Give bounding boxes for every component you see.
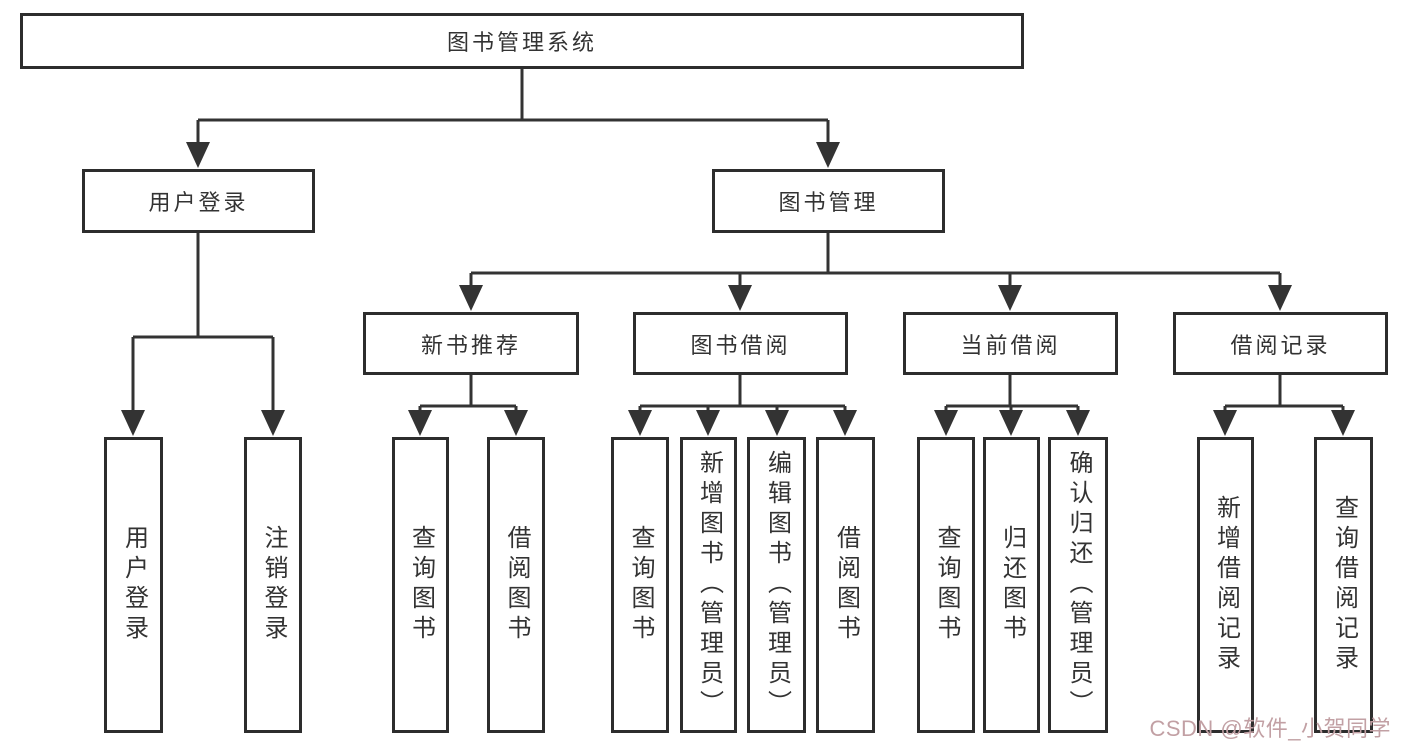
leaf-query-borrow-record: 查询借阅记录 (1314, 437, 1373, 733)
node-borrowing-records: 借阅记录 (1173, 312, 1388, 375)
arrowhead-icon (999, 410, 1023, 436)
arrowhead-icon (186, 142, 210, 168)
arrowhead-icon (408, 410, 432, 436)
leaf-edit-books-admin: 编辑图书（管理员） (747, 437, 806, 733)
arrowhead-icon (504, 410, 528, 436)
leaf-user-login: 用户登录 (104, 437, 163, 733)
leaf-logout: 注销登录 (244, 437, 302, 733)
leaf-return-books: 归还图书 (983, 437, 1040, 733)
arrowhead-icon (1331, 410, 1355, 436)
arrowhead-icon (934, 410, 958, 436)
node-book-borrowing: 图书借阅 (633, 312, 848, 375)
arrowhead-icon (728, 285, 752, 311)
arrowhead-icon (816, 142, 840, 168)
leaf-add-borrow-record: 新增借阅记录 (1197, 437, 1254, 733)
node-user-login: 用户登录 (82, 169, 315, 233)
node-new-book-recommend: 新书推荐 (363, 312, 579, 375)
arrowhead-icon (833, 410, 857, 436)
leaf-confirm-return-admin: 确认归还（管理员） (1048, 437, 1108, 733)
arrowhead-icon (696, 410, 720, 436)
leaf-borrow-books-recommend: 借阅图书 (487, 437, 545, 733)
arrowhead-icon (1268, 285, 1292, 311)
leaf-borrow-books-borrowing: 借阅图书 (816, 437, 875, 733)
arrowhead-icon (261, 410, 285, 436)
leaf-query-books-current: 查询图书 (917, 437, 975, 733)
arrowhead-icon (765, 410, 789, 436)
arrowhead-icon (121, 410, 145, 436)
node-current-borrowing: 当前借阅 (903, 312, 1118, 375)
node-root-system: 图书管理系统 (20, 13, 1024, 69)
leaf-query-books-recommend: 查询图书 (392, 437, 449, 733)
arrowhead-icon (998, 285, 1022, 311)
arrowhead-icon (628, 410, 652, 436)
arrowhead-icon (459, 285, 483, 311)
arrowhead-icon (1213, 410, 1237, 436)
leaf-query-books-borrowing: 查询图书 (611, 437, 669, 733)
arrowhead-icon (1066, 410, 1090, 436)
node-book-management: 图书管理 (712, 169, 945, 233)
leaf-add-books-admin: 新增图书（管理员） (680, 437, 737, 733)
csdn-watermark: CSDN @软件_小贺同学 (1149, 716, 1391, 741)
